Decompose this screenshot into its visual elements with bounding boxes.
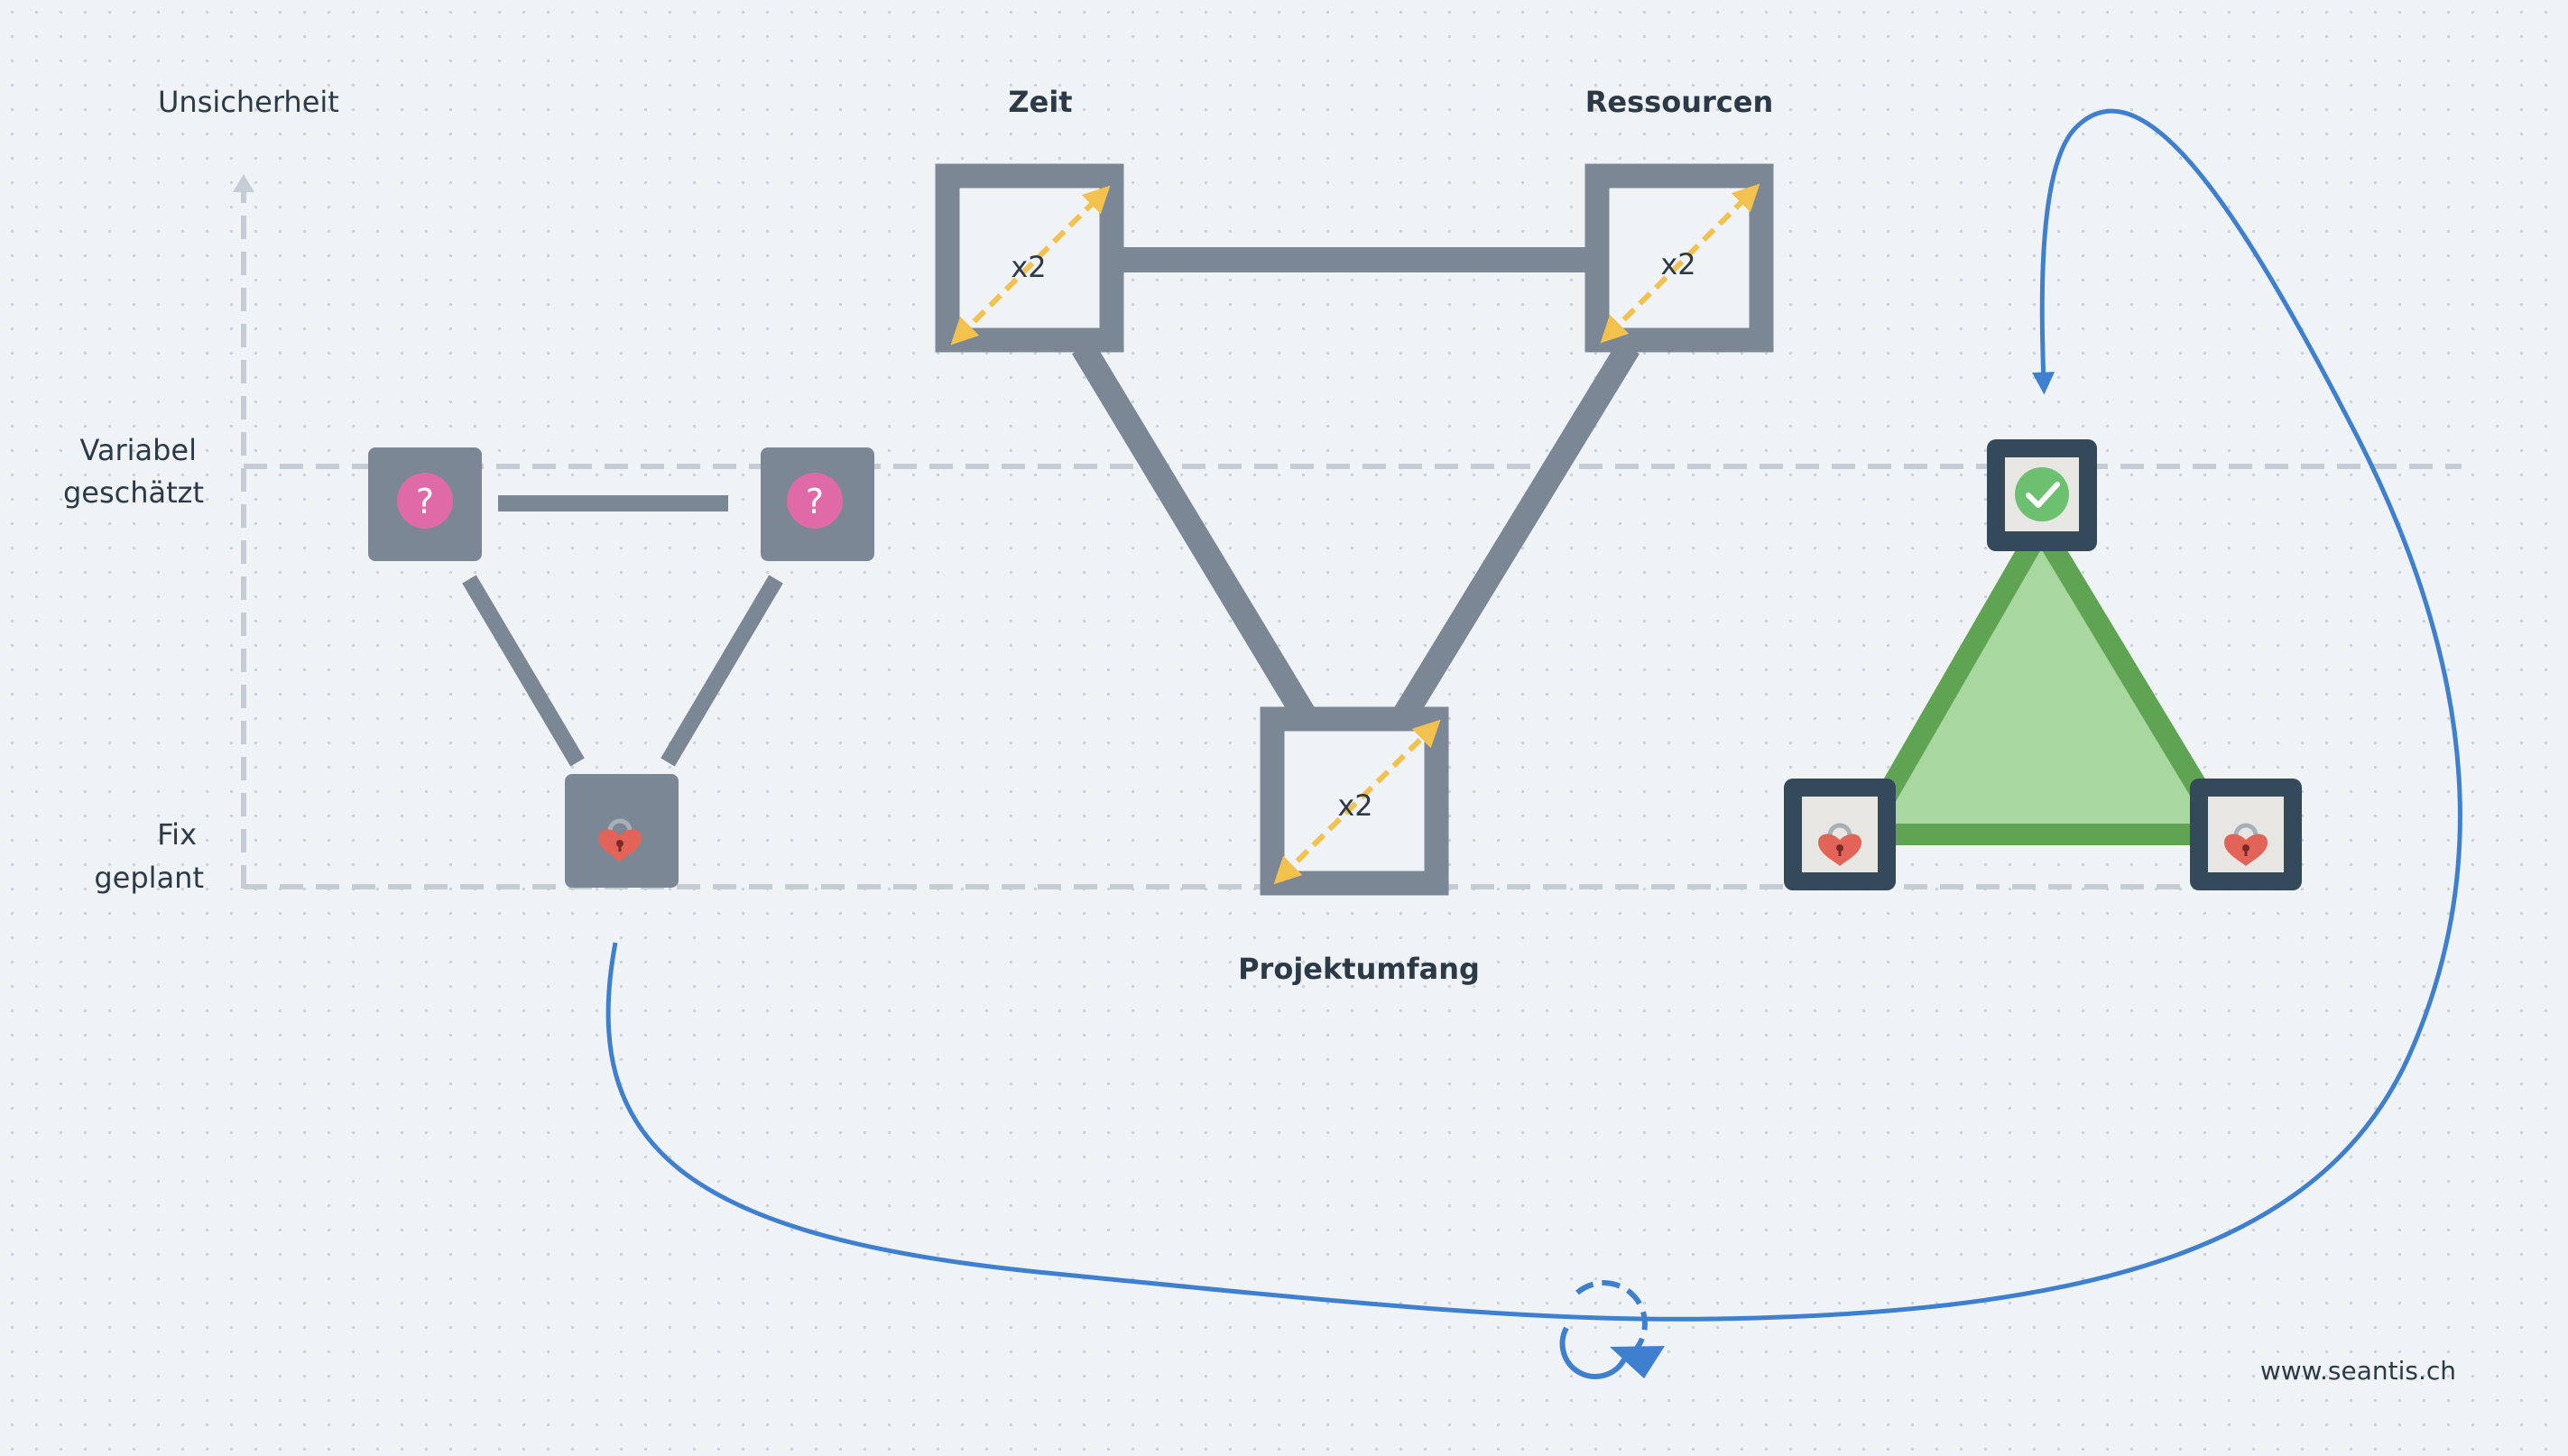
check-node-top [1987,439,2097,551]
scope-label: Projektumfang [1238,952,1480,986]
resize-arrow-icon [950,185,1111,346]
scope-node: x2 [1260,706,1449,896]
level-fixed-line2: geplant [94,861,204,895]
cycle-icon [1559,1280,1665,1379]
axis-arrowhead-icon [233,174,254,192]
scope-multiplier: x2 [1337,788,1372,823]
question-icon: ? [787,473,843,529]
resize-arrow-icon [1273,719,1441,885]
question-icon: ? [397,473,453,529]
resources-node: x2 [1584,163,1774,353]
svg-text:?: ? [806,482,824,521]
lock-node-right [2190,779,2302,890]
resources-multiplier: x2 [1660,247,1695,281]
level-fixed-line1: Fix [157,817,197,852]
scaled-triangle: x2 x2 x2 Zeit Ressourcen Projektumfang [935,85,1774,986]
lock-node-bottom [565,774,679,888]
feedback-loop [605,108,2462,1379]
uncertain-triangle: ? ? [368,447,874,888]
resize-arrow-icon [1600,183,1760,344]
loop-arrow [605,108,2462,1322]
check-icon [2015,467,2069,521]
footer-url: www.seantis.ch [2260,1356,2456,1386]
time-label: Zeit [1008,85,1072,119]
time-multiplier: x2 [1011,250,1046,284]
question-node-right: ? [761,447,874,561]
axis-title: Unsicherheit [158,85,339,119]
lock-node-left [1784,779,1896,890]
resolved-triangle [1784,439,2302,890]
resources-label: Ressourcen [1585,85,1773,119]
level-variable-line2: geschätzt [63,475,204,510]
level-variable-line1: Variabel [79,433,197,467]
question-node-left: ? [368,447,482,561]
time-node: x2 [935,163,1124,353]
svg-text:?: ? [416,482,434,521]
